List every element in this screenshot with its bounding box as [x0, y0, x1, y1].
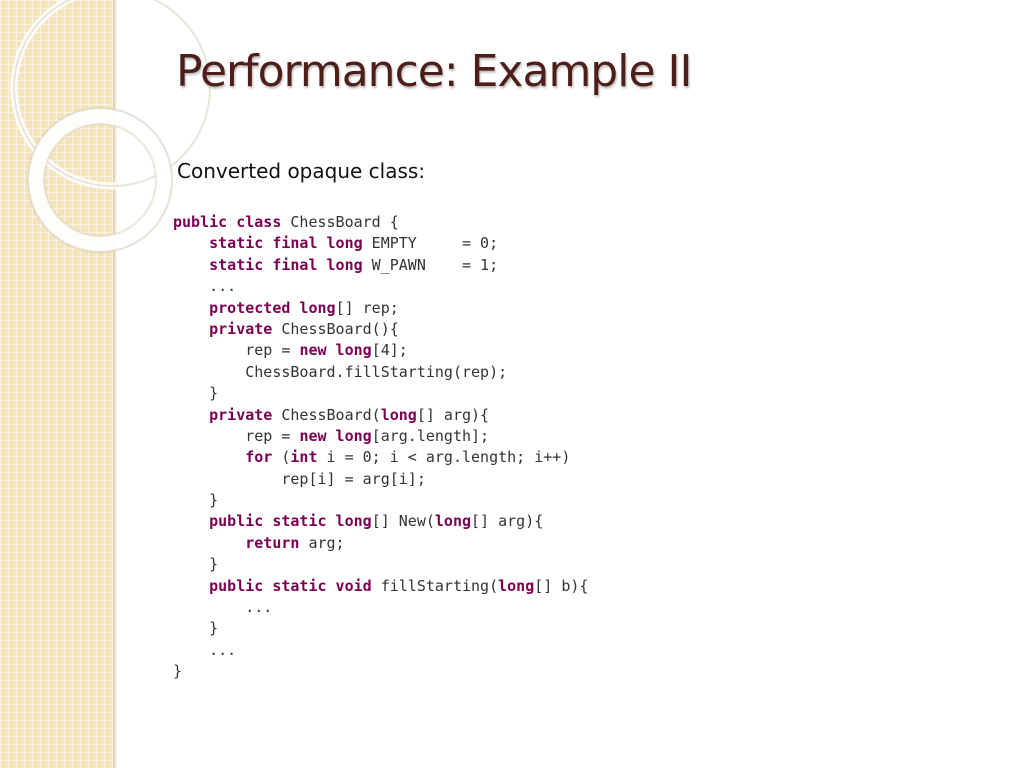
code-keyword: protected long: [209, 298, 336, 317]
code-text: [173, 406, 209, 424]
code-line: ...: [173, 276, 588, 297]
code-text: [173, 512, 209, 530]
code-keyword: long: [434, 512, 472, 531]
code-text: [173, 234, 209, 252]
code-text: [] arg){: [471, 512, 544, 531]
code-line: static final long EMPTY = 0;: [173, 233, 588, 254]
code-keyword: public static long: [209, 512, 372, 531]
code-line: ChessBoard.fillStarting(rep);: [173, 362, 588, 383]
code-line: private ChessBoard(){: [173, 319, 588, 340]
code-text: ChessBoard(){: [272, 319, 399, 338]
code-line: }: [173, 490, 588, 511]
code-keyword: long: [380, 405, 417, 424]
code-keyword: return: [245, 533, 300, 552]
code-keyword: static final long: [209, 255, 363, 274]
code-text: }: [173, 384, 219, 403]
code-text: ...: [173, 640, 237, 659]
code-text: arg;: [299, 533, 345, 552]
code-block: public class ChessBoard { static final l…: [173, 212, 588, 683]
code-text: ChessBoard(: [272, 405, 381, 424]
code-text: [173, 256, 209, 274]
code-keyword: static final long: [209, 234, 363, 253]
code-text: [173, 534, 245, 552]
code-keyword: private: [209, 405, 273, 424]
code-text: ...: [173, 277, 237, 296]
code-text: [173, 320, 209, 338]
code-line: }: [173, 554, 588, 575]
code-line: public static void fillStarting(long[] b…: [173, 576, 588, 597]
code-text: [173, 299, 209, 317]
code-keyword: long: [498, 576, 535, 595]
code-text: }: [173, 662, 183, 681]
code-text: rep =: [173, 426, 300, 445]
code-text: ...: [173, 598, 273, 617]
code-text: [] rep;: [335, 298, 399, 317]
code-text: [173, 577, 209, 595]
code-line: rep[i] = arg[i];: [173, 469, 588, 490]
code-line: return arg;: [173, 533, 588, 554]
slide-title: Performance: Example II: [176, 46, 692, 97]
code-text: [] arg){: [416, 405, 490, 424]
band-edge: [113, 0, 117, 768]
small-ring-outer-shadow: [27, 107, 173, 253]
code-line: public class ChessBoard {: [173, 212, 588, 233]
code-text: ChessBoard.fillStarting(rep);: [173, 362, 508, 381]
code-text: [] b){: [534, 576, 589, 595]
code-keyword: new long: [299, 426, 372, 445]
code-text: }: [173, 555, 219, 574]
code-text: [4];: [371, 341, 408, 360]
code-text: rep =: [173, 341, 300, 360]
code-line: }: [173, 661, 588, 682]
code-text: [173, 448, 245, 466]
code-line: }: [173, 383, 588, 404]
code-line: ...: [173, 597, 588, 618]
code-line: for (int i = 0; i < arg.length; i++): [173, 447, 588, 468]
code-text: [arg.length];: [371, 426, 490, 445]
code-text: (: [272, 448, 291, 467]
code-keyword: int: [290, 448, 318, 467]
code-line: public static long[] New(long[] arg){: [173, 511, 588, 532]
large-ring-shadow: [13, 0, 211, 187]
small-ring: [28, 108, 172, 252]
large-ring: [10, 0, 214, 190]
code-line: protected long[] rep;: [173, 298, 588, 319]
code-keyword: new long: [299, 341, 372, 360]
code-keyword: private: [209, 319, 273, 338]
code-line: rep = new long[4];: [173, 340, 588, 361]
code-text: }: [173, 491, 219, 510]
slide-subtitle: Converted opaque class:: [177, 159, 426, 183]
code-line: private ChessBoard(long[] arg){: [173, 405, 588, 426]
code-line: static final long W_PAWN = 1;: [173, 255, 588, 276]
code-keyword: public class: [173, 213, 282, 231]
code-line: }: [173, 618, 588, 639]
code-text: W_PAWN = 1;: [362, 255, 499, 274]
code-text: rep[i] = arg[i];: [173, 469, 426, 488]
code-line: rep = new long[arg.length];: [173, 426, 588, 447]
decorative-circles: [10, 0, 214, 253]
code-keyword: for: [245, 448, 273, 467]
code-text: }: [173, 619, 219, 638]
small-ring-inner-shadow: [43, 123, 157, 237]
code-text: i = 0; i < arg.length; i++): [317, 448, 571, 467]
code-keyword: public static void: [209, 576, 372, 595]
code-text: EMPTY = 0;: [362, 234, 499, 253]
code-text: fillStarting(: [371, 576, 499, 595]
code-text: ChessBoard {: [281, 213, 399, 231]
code-text: [] New(: [371, 512, 435, 531]
code-line: ...: [173, 640, 588, 661]
